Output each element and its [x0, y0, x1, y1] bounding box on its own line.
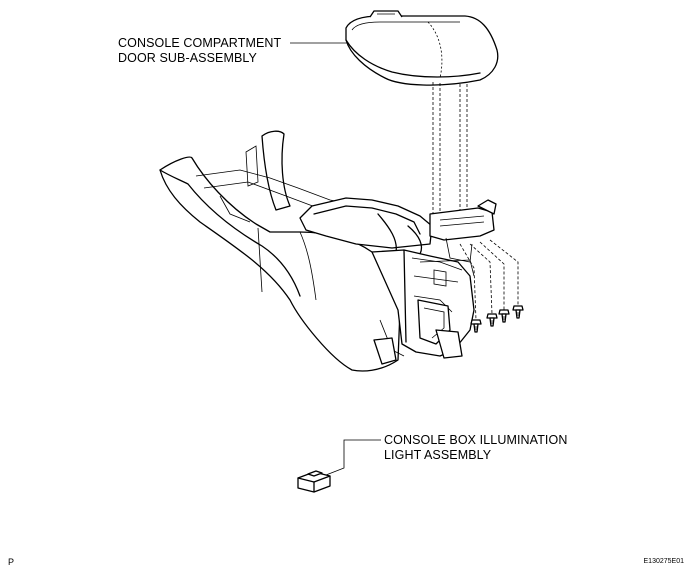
- screw-1: [470, 319, 482, 333]
- illumination-light-label: CONSOLE BOX ILLUMINATION LIGHT ASSEMBLY: [384, 433, 567, 463]
- screw-set: [470, 305, 524, 333]
- light-label-line-1: CONSOLE BOX ILLUMINATION: [384, 433, 568, 447]
- screw-4: [512, 305, 524, 319]
- door-label-line-2: DOOR SUB-ASSEMBLY: [118, 51, 257, 65]
- corner-marker: P: [8, 557, 15, 567]
- door-sub-assembly-label: CONSOLE COMPARTMENT DOOR SUB-ASSEMBLY: [118, 36, 281, 66]
- screw-alignment-lines: [459, 239, 519, 321]
- light-label-line-2: LIGHT ASSEMBLY: [384, 448, 492, 462]
- screw-2: [486, 313, 498, 327]
- door-label-line-1: CONSOLE COMPARTMENT: [118, 36, 282, 50]
- illumination-light: [297, 470, 331, 493]
- light-leader-line: [325, 439, 381, 476]
- door-alignment-lines: [432, 82, 468, 222]
- figure-code: E130275E01: [643, 558, 684, 565]
- screw-3: [498, 309, 510, 323]
- console-compartment-door: [345, 10, 499, 86]
- console-box: [159, 130, 497, 372]
